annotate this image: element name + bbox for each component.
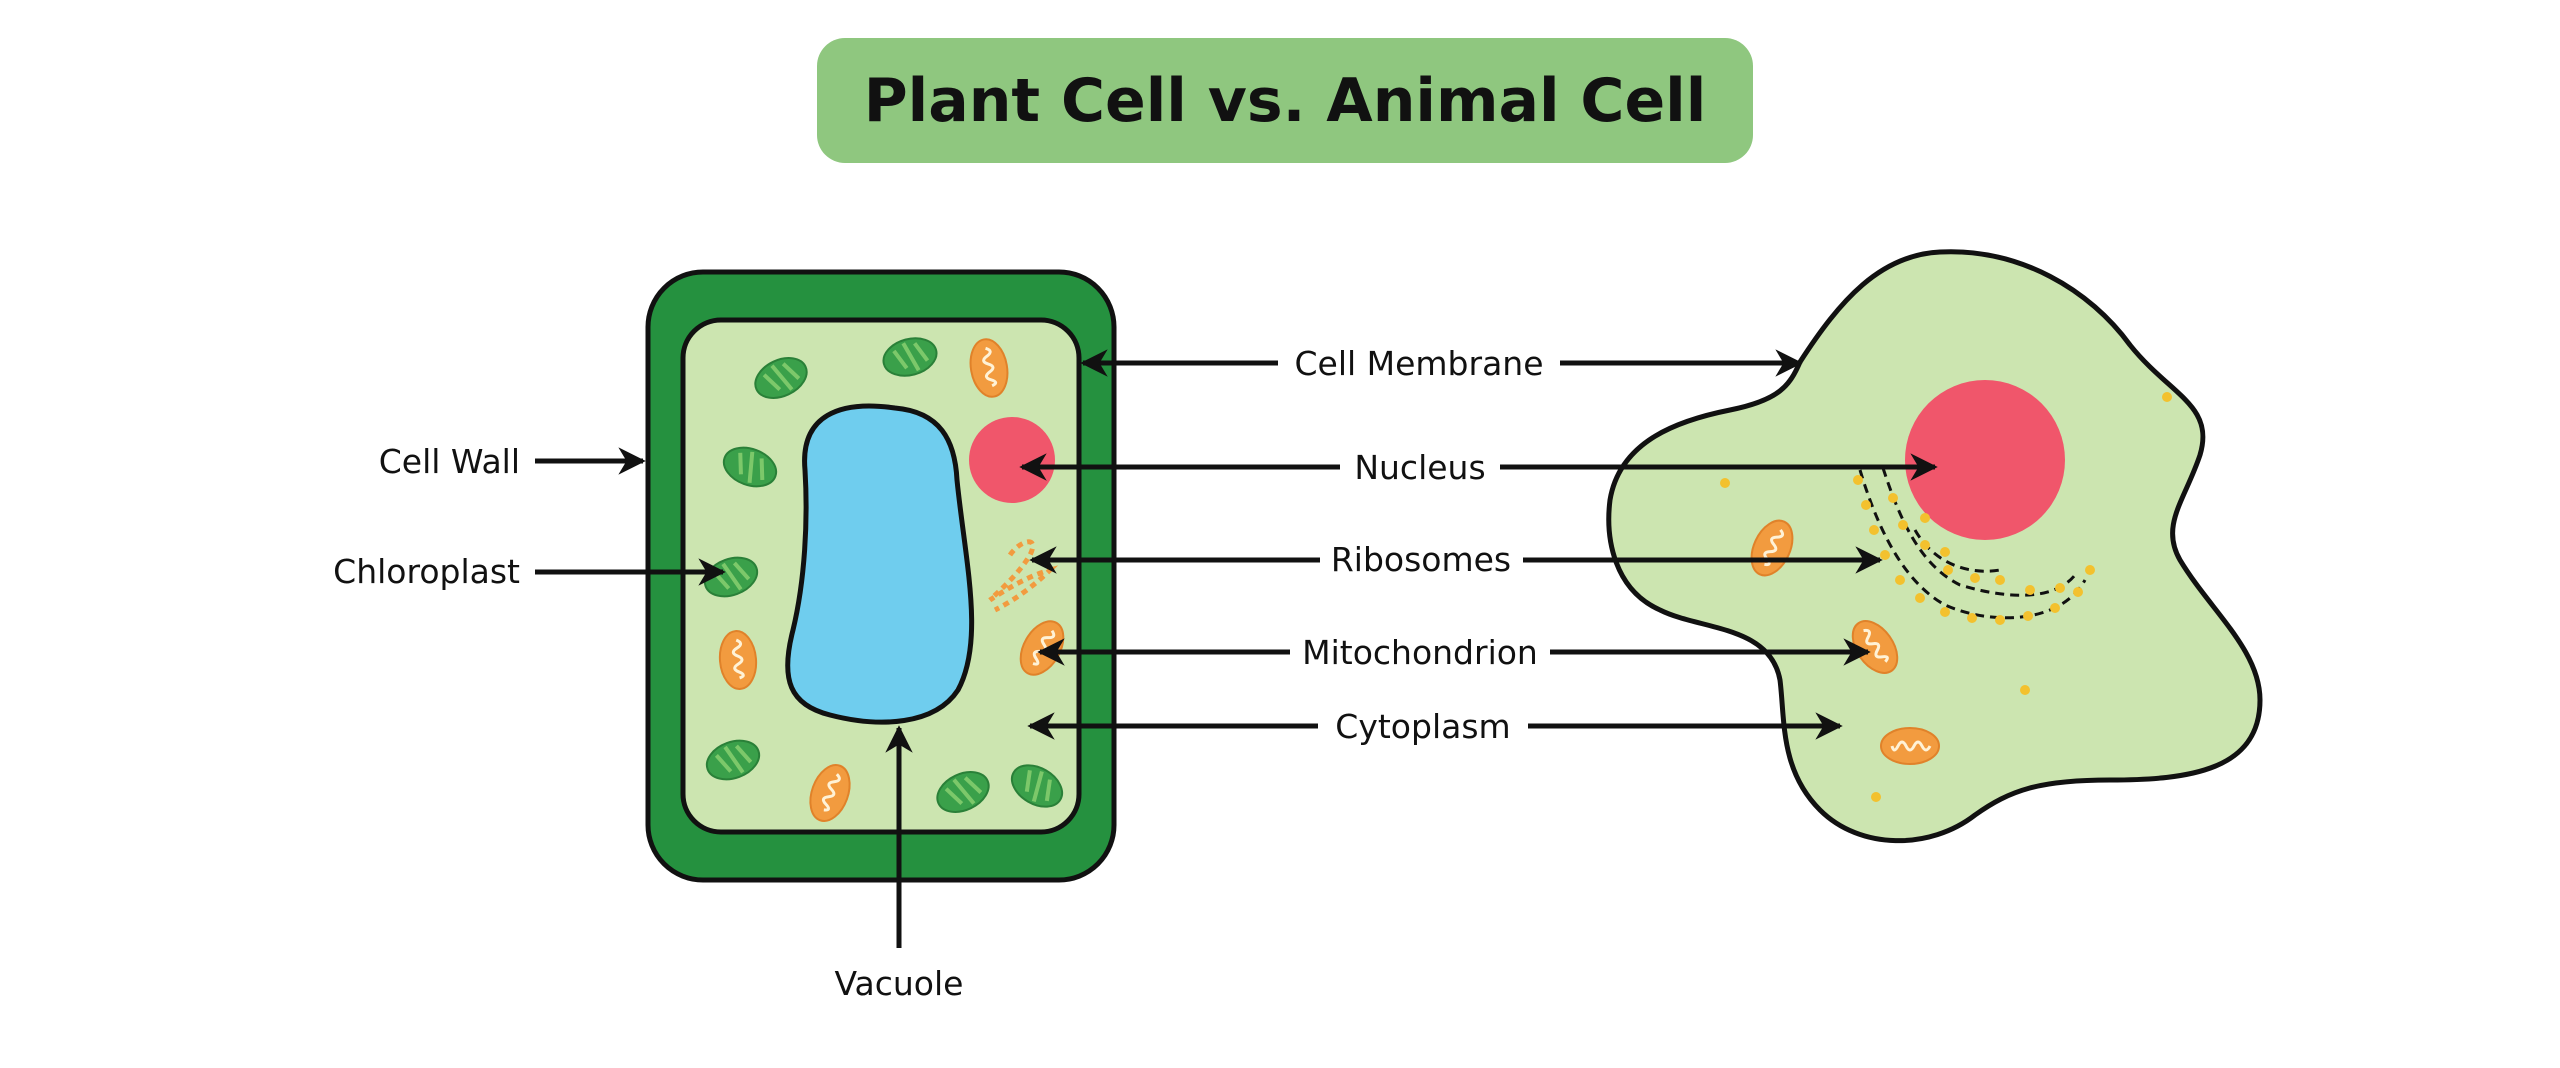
label-vacuole: Vacuole xyxy=(835,964,964,1003)
animal-mitochondrion-3 xyxy=(1879,726,1941,766)
label-cytoplasm: Cytoplasm xyxy=(1335,707,1510,746)
labels: Cell Wall Chloroplast Vacuole Cell Membr… xyxy=(333,344,1543,1003)
animal-cell-membrane xyxy=(1606,249,2263,844)
label-nucleus: Nucleus xyxy=(1354,448,1485,487)
label-cell-membrane: Cell Membrane xyxy=(1294,344,1543,383)
label-cell-wall: Cell Wall xyxy=(379,442,520,481)
diagram-title: Plant Cell vs. Animal Cell xyxy=(863,65,1707,136)
label-ribosomes: Ribosomes xyxy=(1331,540,1511,579)
plant-ribosomes xyxy=(988,539,1059,613)
plant-cell xyxy=(645,269,1117,883)
label-mitochondrion: Mitochondrion xyxy=(1302,633,1538,672)
plant-nucleus xyxy=(969,417,1055,503)
label-chloroplast: Chloroplast xyxy=(333,552,520,591)
animal-cell xyxy=(1606,249,2263,844)
vacuole xyxy=(785,403,975,725)
animal-nucleus xyxy=(1905,380,2065,540)
arrows xyxy=(535,349,1938,948)
title-banner: Plant Cell vs. Animal Cell xyxy=(817,38,1753,163)
